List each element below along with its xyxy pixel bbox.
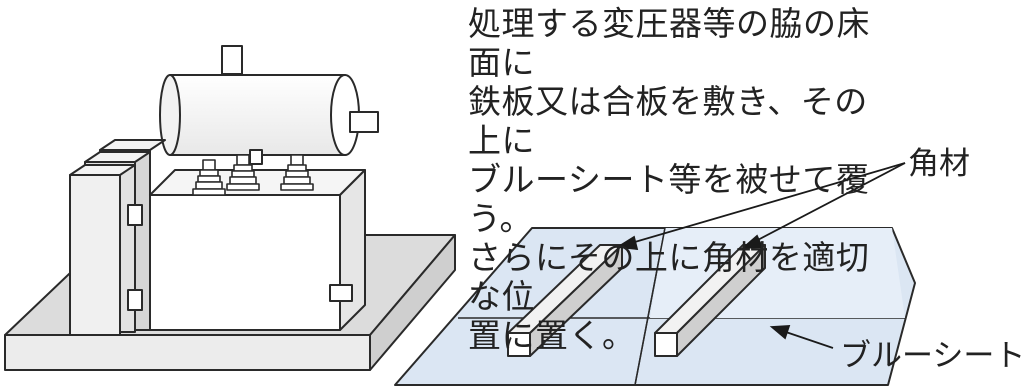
leader-lines <box>615 162 906 349</box>
bushings <box>192 154 314 196</box>
conservator-tank <box>159 45 379 165</box>
arrow-to-timber-1 <box>627 162 906 245</box>
arrowhead-blue-sheet <box>769 325 791 340</box>
bushing-2 <box>226 154 260 191</box>
transformer-body <box>149 169 366 331</box>
bushing-3 <box>280 154 314 191</box>
transformer-assembly <box>4 45 456 371</box>
arrow-to-blue-sheet <box>779 329 834 349</box>
radiator-fins <box>69 139 166 336</box>
sheet-seam-vertical-redraw <box>634 227 666 386</box>
instruction-text: 処理する変圧器等の脇の床面に 鉄板又は合板を敷き、その上に ブルーシート等を被せ… <box>468 4 870 355</box>
arrowhead-timber-1 <box>615 235 639 251</box>
label-kakuzai: 角材 <box>908 146 970 182</box>
timber-2 <box>654 244 766 357</box>
arrow-to-timber-2 <box>751 162 906 244</box>
label-blue-sheet: ブルーシート <box>840 338 1022 374</box>
arrowhead-timber-2 <box>740 234 764 250</box>
timber-1 <box>507 244 623 357</box>
bushing-1 <box>192 159 226 196</box>
floor-area <box>394 227 916 386</box>
